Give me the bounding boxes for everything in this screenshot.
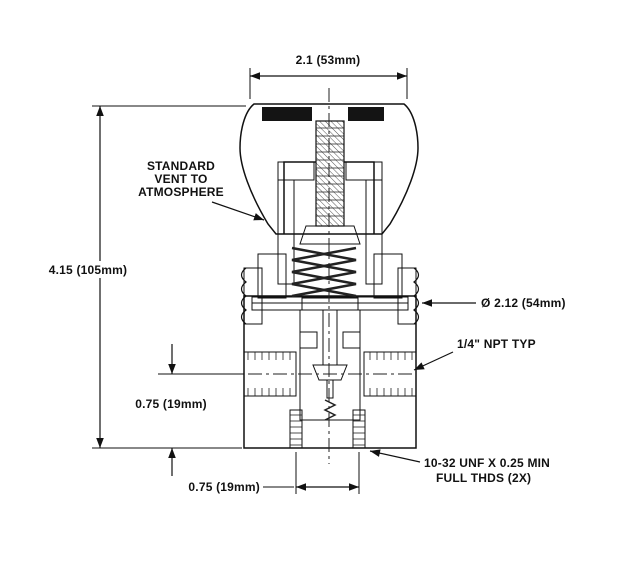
mounting-hole-left — [289, 409, 303, 449]
port-center-height-label: 0.75 (19mm) — [135, 397, 207, 411]
diaphragm-plate — [301, 297, 359, 311]
body-block — [243, 295, 417, 449]
knurled-ring-left — [240, 267, 263, 325]
callout-body-diameter: Ø 2.12 (54mm) — [422, 296, 566, 310]
cap-insert-left — [262, 107, 312, 121]
bonnet-flange-left — [257, 253, 287, 299]
vent-leader-arrow — [211, 201, 265, 221]
mounting-label-line2: FULL THDS (2X) — [436, 471, 531, 485]
range-spring — [291, 246, 357, 298]
dimension-mount-hole-spacing: 0.75 (19mm) — [188, 452, 360, 494]
gland-left — [299, 331, 318, 349]
poppet-stem — [326, 379, 334, 399]
gland-right — [342, 331, 361, 349]
valve-stem — [322, 309, 338, 366]
vent-label-line3: ATMOSPHERE — [138, 185, 224, 199]
valve-poppet — [312, 364, 348, 381]
dimension-port-center-height: 0.75 (19mm) — [135, 344, 244, 476]
dimension-overall-height: 4.15 (105mm) — [46, 105, 246, 449]
overall-height-label: 4.15 (105mm) — [49, 263, 127, 277]
knurled-ring-right — [397, 267, 420, 325]
callout-mounting-threads: 10-32 UNF X 0.25 MIN FULL THDS (2X) — [369, 449, 550, 485]
spring-seat — [299, 225, 361, 245]
body-diameter-label: Ø 2.12 (54mm) — [481, 296, 566, 310]
valve-body-section — [243, 295, 417, 449]
cap-insert-right — [348, 107, 384, 121]
adjusting-screw — [315, 120, 345, 227]
centerlines — [248, 88, 412, 464]
callout-vent: STANDARD VENT TO ATMOSPHERE — [138, 159, 265, 221]
mounting-label-line1: 10-32 UNF X 0.25 MIN — [424, 456, 550, 470]
npt-leader-arrow — [413, 351, 454, 371]
vent-label-line1: STANDARD — [147, 159, 215, 173]
valve-internals — [299, 309, 361, 421]
bonnet-flange-right — [373, 253, 403, 299]
cap-width-label: 2.1 (53mm) — [296, 53, 361, 67]
mounting-hole-right — [352, 409, 366, 449]
right-port — [363, 351, 417, 397]
label-backing — [46, 261, 130, 278]
mounting-leader-arrow — [369, 449, 421, 463]
left-port — [243, 351, 297, 397]
bonnet-top-right — [345, 161, 383, 181]
vent-label-line2: VENT TO — [154, 172, 207, 186]
adjustment-cap-section — [239, 103, 419, 235]
npt-label: 1/4" NPT TYP — [457, 337, 536, 351]
mount-hole-spacing-label: 0.75 (19mm) — [188, 480, 260, 494]
dimension-cap-width: 2.1 (53mm) — [249, 53, 408, 99]
poppet-spring — [323, 399, 337, 421]
callout-npt-port: 1/4" NPT TYP — [413, 337, 536, 371]
